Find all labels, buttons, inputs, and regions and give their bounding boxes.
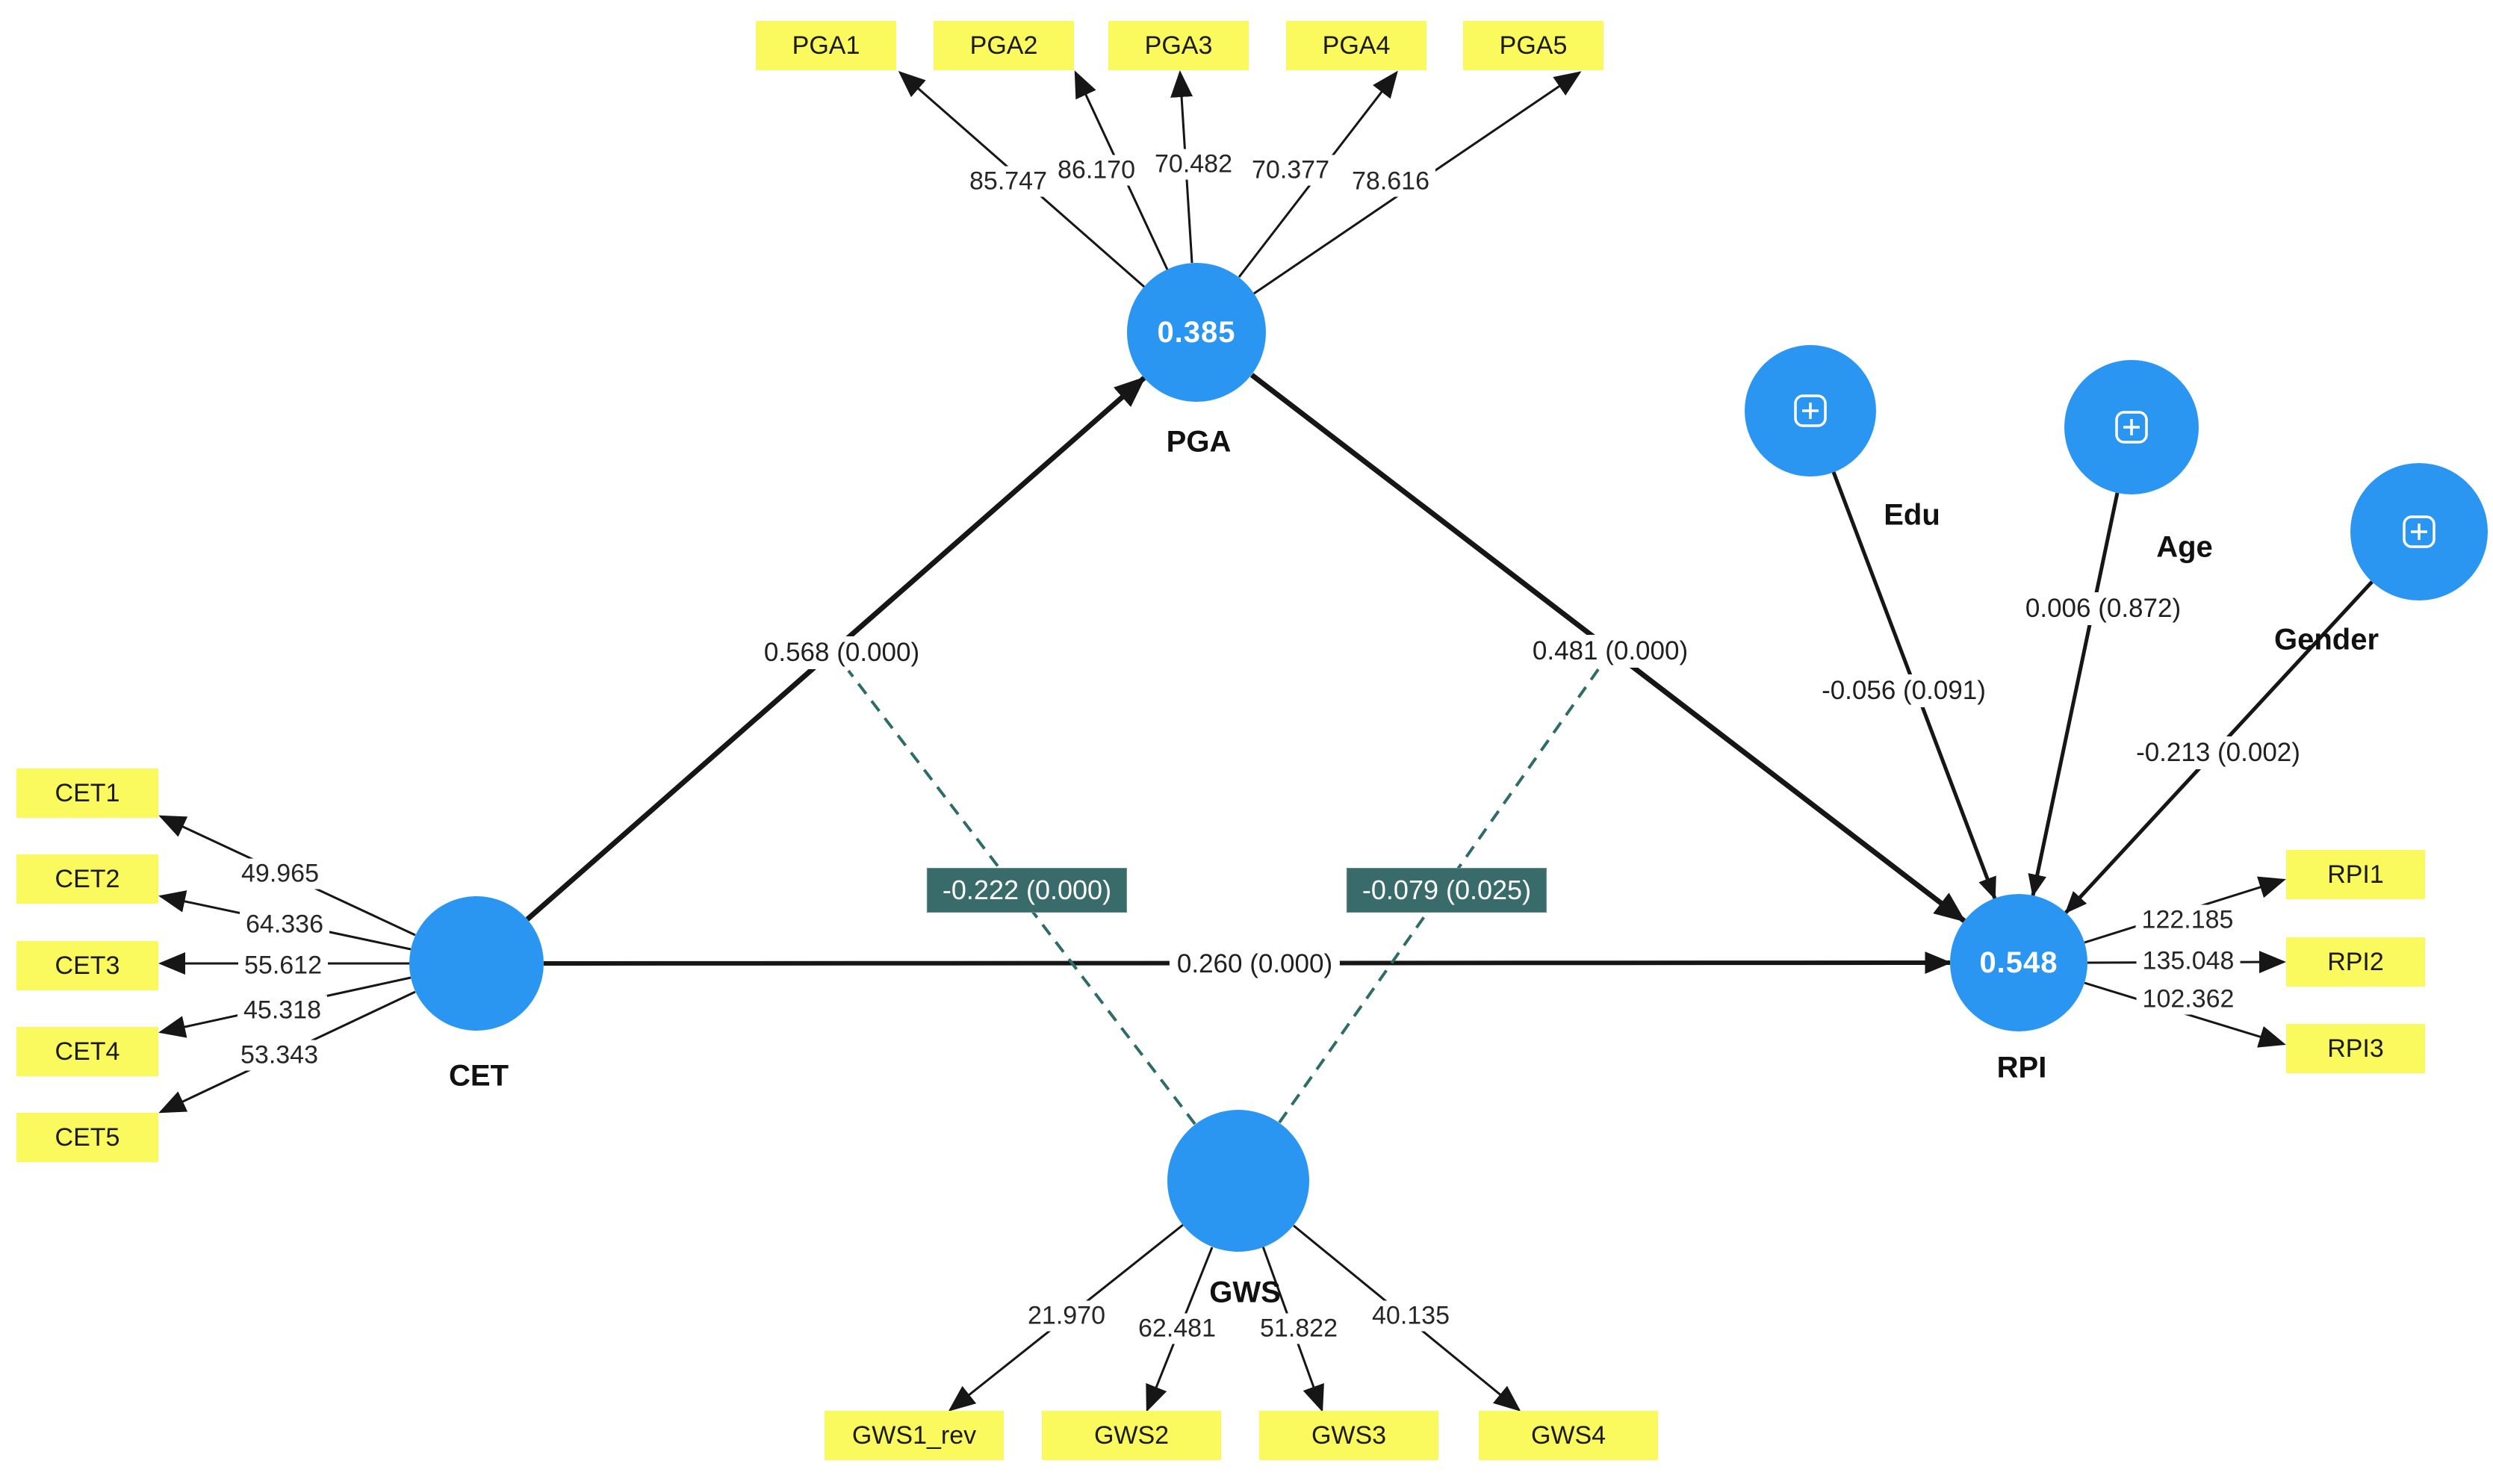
- loading-value-cet1: 49.965: [235, 858, 325, 890]
- loading-value-gws1-rev: 21.970: [1022, 1300, 1111, 1332]
- path-coefficient-cet-rpi: 0.260 (0.000): [1169, 948, 1341, 981]
- control-node-edu[interactable]: [1745, 345, 1876, 476]
- loading-value-cet3: 55.612: [238, 950, 328, 981]
- path-coefficient-age-rpi: 0.006 (0.872): [2017, 592, 2189, 625]
- indicator-box-pga2[interactable]: PGA2: [934, 21, 1074, 70]
- indicator-box-pga1[interactable]: PGA1: [756, 21, 896, 70]
- indicator-label: GWS2: [1093, 1421, 1170, 1450]
- indicator-box-rpi2[interactable]: RPI2: [2286, 937, 2425, 987]
- indicator-box-cet5[interactable]: CET5: [16, 1113, 158, 1162]
- plus-box-icon: [1794, 394, 1827, 427]
- loading-value-cet4: 45.318: [237, 995, 327, 1026]
- indicator-box-cet3[interactable]: CET3: [16, 941, 158, 990]
- control-node-gender-label: Gender: [2273, 623, 2379, 656]
- path-coefficient-pga-rpi: 0.481 (0.000): [1524, 635, 1696, 668]
- indicator-label: RPI3: [2327, 1034, 2384, 1063]
- latent-node-pga[interactable]: 0.385: [1127, 263, 1266, 402]
- path-coefficient-gender-rpi: -0.213 (0.002): [2129, 736, 2308, 769]
- latent-node-rpi-label: RPI: [1996, 1051, 2047, 1084]
- latent-node-pga-label: PGA: [1166, 425, 1232, 459]
- loading-value-gws4: 40.135: [1366, 1300, 1456, 1332]
- indicator-label: CET2: [55, 864, 120, 893]
- loading-value-pga2: 86.170: [1052, 155, 1141, 186]
- loading-value-pga4: 70.377: [1246, 155, 1335, 186]
- control-node-gender[interactable]: [2350, 463, 2488, 600]
- moderation-badge-gws-on-cet-pga: -0.222 (0.000): [926, 868, 1128, 913]
- loading-value-cet5: 53.343: [235, 1040, 324, 1071]
- path-age-to-rpi: [2028, 492, 2120, 897]
- control-node-age-label: Age: [2156, 530, 2213, 564]
- r-squared-value: 0.385: [1157, 315, 1236, 349]
- indicator-label: PGA1: [792, 31, 860, 60]
- indicator-label: GWS4: [1530, 1421, 1606, 1450]
- loading-value-rpi2: 135.048: [2136, 946, 2241, 977]
- indicator-box-rpi1[interactable]: RPI1: [2286, 850, 2425, 899]
- indicator-box-cet2[interactable]: CET2: [16, 854, 158, 904]
- indicator-label: RPI1: [2327, 860, 2384, 889]
- indicator-box-gws4[interactable]: GWS4: [1479, 1411, 1658, 1460]
- path-coefficient-cet-pga: 0.568 (0.000): [756, 636, 928, 669]
- plus-box-icon: [2115, 411, 2148, 444]
- loading-value-rpi1: 122.185: [2135, 904, 2240, 936]
- r-squared-value: 0.548: [1979, 946, 2058, 979]
- loading-value-gws2: 62.481: [1132, 1313, 1222, 1344]
- latent-node-gws-label: GWS: [1209, 1276, 1281, 1309]
- indicator-box-pga4[interactable]: PGA4: [1286, 21, 1426, 70]
- plus-box-icon: [2403, 515, 2435, 548]
- loading-value-cet2: 64.336: [240, 909, 329, 940]
- loading-value-pga1: 85.747: [963, 166, 1053, 197]
- indicator-label: PGA4: [1322, 31, 1391, 60]
- latent-node-gws[interactable]: [1167, 1110, 1309, 1252]
- path-coefficient-edu-rpi: -0.056 (0.091): [1814, 674, 1993, 707]
- indicator-label: PGA3: [1144, 31, 1213, 60]
- latent-node-rpi[interactable]: 0.548: [1950, 894, 2087, 1031]
- loading-value-gws3: 51.822: [1254, 1313, 1344, 1344]
- indicator-box-pga5[interactable]: PGA5: [1463, 21, 1603, 70]
- indicator-label: CET1: [55, 778, 120, 807]
- indicator-label: RPI2: [2327, 947, 2384, 976]
- loading-value-pga5: 78.616: [1346, 166, 1435, 197]
- loading-value-rpi3: 102.362: [2136, 984, 2241, 1015]
- indicator-box-gws2[interactable]: GWS2: [1042, 1411, 1221, 1460]
- indicator-box-cet4[interactable]: CET4: [16, 1027, 158, 1076]
- indicator-label: CET5: [55, 1123, 120, 1152]
- indicator-label: CET4: [55, 1037, 120, 1066]
- indicator-box-cet1[interactable]: CET1: [16, 769, 158, 818]
- control-node-age[interactable]: [2064, 360, 2199, 494]
- indicator-label: GWS3: [1311, 1421, 1387, 1450]
- indicator-label: CET3: [55, 951, 120, 980]
- moderation-badge-gws-on-pga-rpi: -0.079 (0.025): [1346, 868, 1547, 913]
- indicator-box-rpi3[interactable]: RPI3: [2286, 1024, 2425, 1073]
- control-node-edu-label: Edu: [1884, 498, 1940, 532]
- indicator-box-gws1-rev[interactable]: GWS1_rev: [825, 1411, 1004, 1460]
- latent-node-cet[interactable]: [409, 896, 544, 1031]
- indicator-label: GWS1_rev: [851, 1421, 977, 1450]
- indicator-label: PGA5: [1499, 31, 1568, 60]
- loading-value-pga3: 70.482: [1149, 149, 1238, 180]
- indicator-box-gws3[interactable]: GWS3: [1259, 1411, 1438, 1460]
- latent-node-cet-label: CET: [449, 1059, 509, 1093]
- moderation-line-gws-on-pga-rpi: [1278, 665, 1602, 1124]
- indicator-label: PGA2: [969, 31, 1038, 60]
- indicator-box-pga3[interactable]: PGA3: [1108, 21, 1249, 70]
